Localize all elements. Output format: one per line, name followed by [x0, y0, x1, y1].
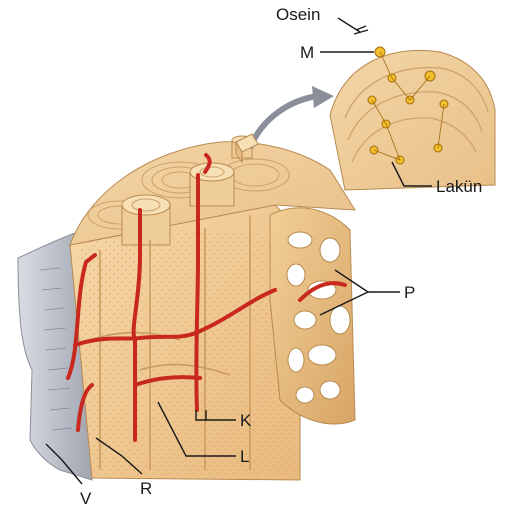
label-lakun: Lakün: [436, 177, 482, 196]
label-k: K: [240, 411, 252, 430]
label-l: L: [240, 447, 249, 466]
label-p: P: [404, 283, 415, 302]
magnification-arrow-head: [312, 86, 334, 108]
vessel-haversian-2: [196, 175, 198, 410]
label-osein: Osein: [276, 5, 320, 24]
osein-bracket: [354, 26, 368, 34]
label-v: V: [80, 489, 92, 508]
magnified-osteon-section: [330, 50, 495, 190]
magnification-arrow: [250, 96, 318, 148]
compact-bone-texture: [80, 230, 295, 475]
osteon-cylinder-1: [122, 195, 170, 245]
label-r: R: [140, 479, 152, 498]
label-m: M: [300, 43, 314, 62]
